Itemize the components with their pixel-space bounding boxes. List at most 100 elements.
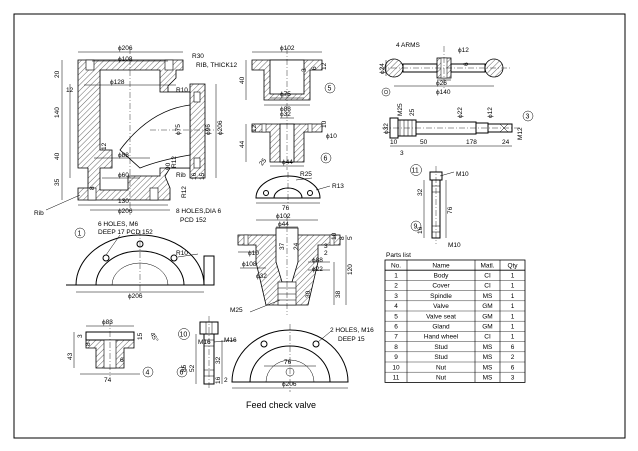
dim-body-d206-side: ϕ206 xyxy=(217,120,224,135)
dim-valve-d32: ϕ32 xyxy=(256,273,267,280)
dim-nut-m16a: M16 xyxy=(198,339,211,346)
dim-valve-n30: 30 xyxy=(305,290,312,298)
parts-table-cell: 9 xyxy=(394,354,398,361)
dim-body-plan-d206: ϕ206 xyxy=(128,293,143,300)
dim-body-n40: 40 xyxy=(54,152,61,160)
label-body-plan-holes: 6 HOLES, M6 xyxy=(98,221,138,228)
dim-spindle-d32: ϕ32 xyxy=(383,123,390,134)
dim-cover-n6: 6 xyxy=(311,66,318,70)
dim-valve-n3: 3 xyxy=(324,243,328,250)
gland-top-view: R25 R13 76 xyxy=(255,171,344,212)
parts-table-cell: Gland xyxy=(432,324,450,331)
label-cover-plan-deep: DEEP 15 xyxy=(338,336,365,343)
dim-valve-top-n76: 76 xyxy=(282,205,290,212)
parts-table-cell: Body xyxy=(434,273,450,280)
parts-table-cell: Valve seat xyxy=(426,313,456,320)
parts-table-cell: 1 xyxy=(511,334,515,341)
parts-table-cell: 2 xyxy=(511,354,515,361)
dim-seat-n74: 74 xyxy=(104,377,112,384)
dim-valve-m25: M25 xyxy=(230,307,243,314)
parts-table-cell: Nut xyxy=(436,364,446,371)
dim-handwheel-n6: 6 xyxy=(463,62,470,66)
dim-cover-n12: 12 xyxy=(321,62,328,70)
valve-seat-view: ϕ83 43 74 6 3 8 15 45° 4 xyxy=(67,319,160,384)
label-body-holes: 8 HOLES,DIA 6 xyxy=(176,208,222,215)
part-number-6: 6 xyxy=(324,156,328,163)
valve-section-view: ϕ102 ϕ44 ϕ10 ϕ108 ϕ32 ϕ88 ϕ22 M25 37 24 … xyxy=(230,213,354,315)
parts-table-cell: 7 xyxy=(394,334,398,341)
part-number-4: 4 xyxy=(146,370,150,377)
dim-body-n20: 20 xyxy=(54,70,61,78)
dim-valve-d108: ϕ108 xyxy=(242,261,257,268)
dim-cover-n40: 40 xyxy=(239,76,246,84)
dim-body-r30: R30 xyxy=(192,53,204,60)
part-number-5: 5 xyxy=(328,86,332,93)
dim-body-n15: 15 xyxy=(199,172,206,180)
dim-valve-d88: ϕ88 xyxy=(312,257,323,264)
dim-gland-n44: 44 xyxy=(239,140,246,148)
dim-gland-n10: 10 xyxy=(321,120,328,128)
parts-table-cell: 1 xyxy=(511,303,515,310)
parts-table-cell: Hand wheel xyxy=(424,334,459,341)
dim-body-d108: ϕ108 xyxy=(118,56,133,63)
label-handwheel-arms: 4 ARMS xyxy=(396,42,421,49)
dim-body-n8: 8 xyxy=(89,186,96,190)
dim-valve-n8: 8 xyxy=(339,236,346,240)
label-body-plan-deep: DEEP 17 PCD 152 xyxy=(98,229,153,236)
dim-body-d96: ϕ96 xyxy=(205,124,212,135)
dim-spindle-m12: M12 xyxy=(517,127,524,140)
parts-table-header: Matl. xyxy=(480,262,494,269)
parts-table-cell: GM xyxy=(482,313,492,320)
dim-seat-n6: 6 xyxy=(120,357,124,364)
dim-stud-n16: 16 xyxy=(417,226,424,234)
parts-table-cell: MS xyxy=(483,364,493,371)
dim-body-n35: 35 xyxy=(54,178,61,186)
stud-view: M10 M10 32 76 16 11 9 xyxy=(410,164,469,249)
parts-table-cell: Cover xyxy=(432,283,450,290)
label-body-rib-thick: RIB, THICK12 xyxy=(196,62,237,69)
dim-valve-n24: 24 xyxy=(293,242,300,250)
sheet-border xyxy=(13,13,626,439)
parts-table-cell: 1 xyxy=(511,273,515,280)
parts-table-header: No. xyxy=(391,262,401,269)
dim-body-r12b: R12 xyxy=(181,186,188,198)
dim-body-n140: 140 xyxy=(54,107,61,118)
label-body-rib-lower: Rib xyxy=(176,172,186,179)
dim-body-plan-r10: R10 xyxy=(176,250,188,257)
label-cover-plan-holes: 2 HOLES, M16 xyxy=(330,327,374,334)
cover-plan-view: 2 HOLES, M16 DEEP 15 76 ϕ206 xyxy=(231,324,374,392)
dim-body-r10: R10 xyxy=(176,87,188,94)
parts-table-cell: 5 xyxy=(394,313,398,320)
part-number-9: 9 xyxy=(414,224,418,231)
parts-table-header: Qty xyxy=(507,262,518,269)
parts-table-cell: 1 xyxy=(511,293,515,300)
dim-nut-n32: 32 xyxy=(215,356,222,364)
label-body-pcd: PCD 152 xyxy=(180,217,207,224)
dim-handwheel-d26: ϕ26 xyxy=(436,80,447,87)
part-number-3: 3 xyxy=(526,114,530,121)
gland-view: ϕ32 ϕ44 ϕ10 44 10 12 25 6 xyxy=(239,111,337,170)
part-number-11: 11 xyxy=(412,168,419,175)
parts-table-cell: 6 xyxy=(511,364,515,371)
parts-table-cell: 1 xyxy=(394,273,398,280)
parts-table-cell: 6 xyxy=(511,344,515,351)
dim-spindle-n24: 24 xyxy=(502,139,510,146)
dim-body-n12: 12 xyxy=(66,87,74,94)
parts-table-cell: GM xyxy=(482,324,492,331)
parts-table-cell: Stud xyxy=(434,344,448,351)
dim-valve-n37: 37 xyxy=(279,242,286,250)
dim-spindle-d22: ϕ22 xyxy=(457,107,464,118)
dim-stud-m10b: M10 xyxy=(448,242,461,249)
parts-table-cell: 11 xyxy=(393,375,400,382)
parts-table-cell: CI xyxy=(484,273,491,280)
dim-body-n130: 130 xyxy=(118,198,129,205)
parts-table-cell: 1 xyxy=(511,313,515,320)
dim-cover-d75: ϕ75 xyxy=(280,91,291,98)
dim-seat-n8: 8 xyxy=(85,342,92,346)
dim-handwheel-d24: ϕ24 xyxy=(379,63,386,74)
body-section-view: ϕ206 ϕ108 ϕ128 R30 RIB, THICK12 R10 ϕ75 … xyxy=(34,45,237,224)
dim-gland-n12: 12 xyxy=(251,124,258,132)
dim-stud-n32: 32 xyxy=(417,188,424,196)
parts-table-cell: 1 xyxy=(511,283,515,290)
dim-valve-d44: ϕ44 xyxy=(278,221,289,228)
